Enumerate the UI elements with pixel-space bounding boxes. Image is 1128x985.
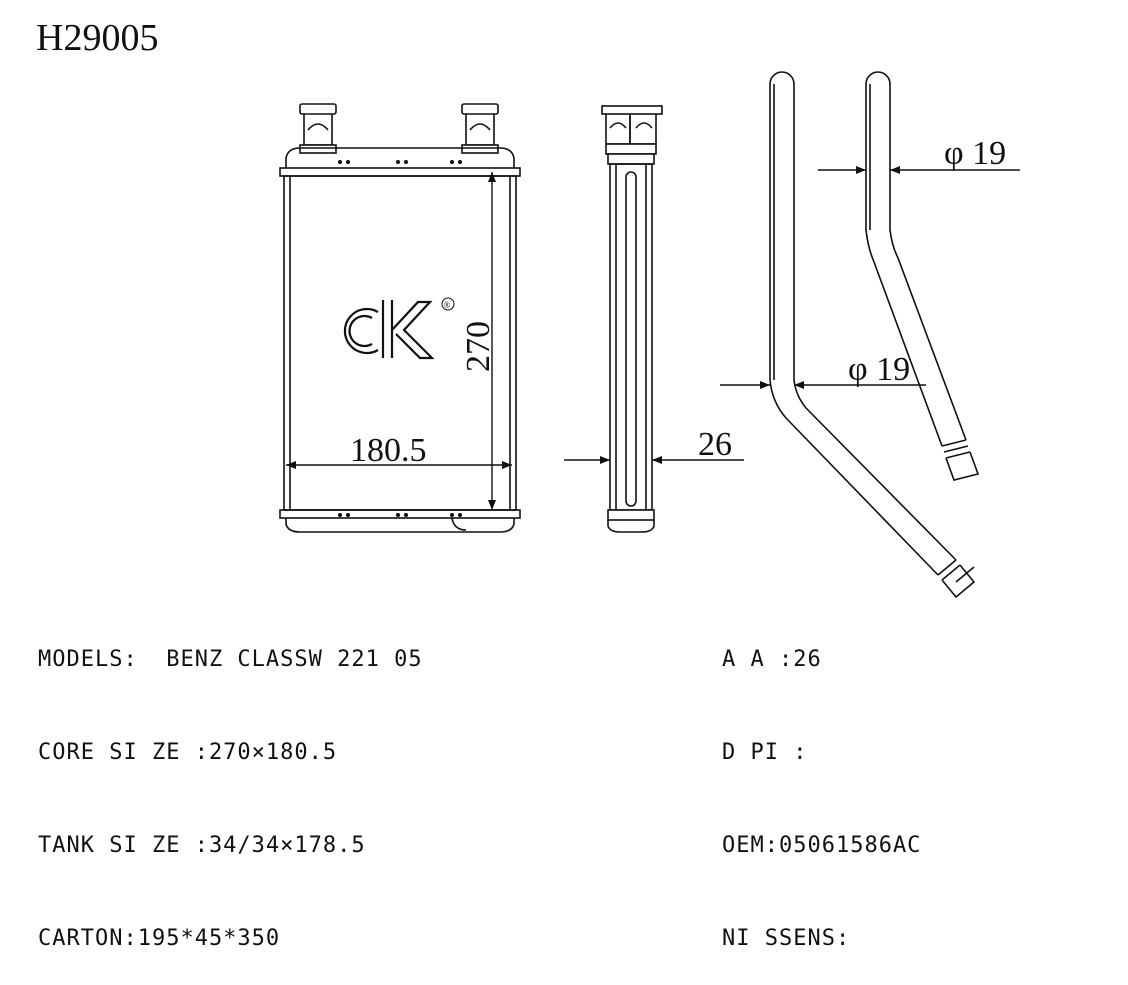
core [283,175,517,511]
thickness-dimension-label: 26 [698,426,732,463]
spec-oem: OEM:05061586AC [722,833,922,858]
front-view [279,103,521,533]
brand-logo [343,297,455,360]
spec-core-size: CORE SI ZE :270×180.5 [38,740,338,765]
spec-tank-size: TANK SI ZE :34/34×178.5 [38,833,366,858]
pipe-short [865,71,980,481]
spec-nissens: NI SSENS: [722,926,851,951]
port-right [461,103,499,154]
pipe-diameter-upper-label: φ 19 [944,135,1006,172]
spec-dpi: D PI : [722,740,808,765]
side-view [601,105,663,533]
pipe-long [769,71,976,599]
bottom-tank [285,518,515,533]
width-dimension-label: 180.5 [350,432,427,469]
height-dimension-label: 270 [460,321,497,372]
port-left [299,103,337,154]
top-tank [285,147,515,170]
heater-core-technical-drawing: H29005 [36,17,1020,599]
part-number-title: H29005 [36,17,158,59]
specs-right-block: A A :26 D PI : OEM:05061586AC NI SSENS: [722,582,1102,985]
specs-left-block: MODELS: BENZ CLASSW 221 05 CORE SI ZE :2… [38,582,558,985]
spec-carton: CARTON:195*45*350 [38,926,281,951]
spec-models: MODELS: BENZ CLASSW 221 05 [38,647,423,672]
pipe-diameter-lower-label: φ 19 [848,351,910,388]
registered-mark: ® [444,300,451,310]
spec-aa: A A :26 [722,647,822,672]
